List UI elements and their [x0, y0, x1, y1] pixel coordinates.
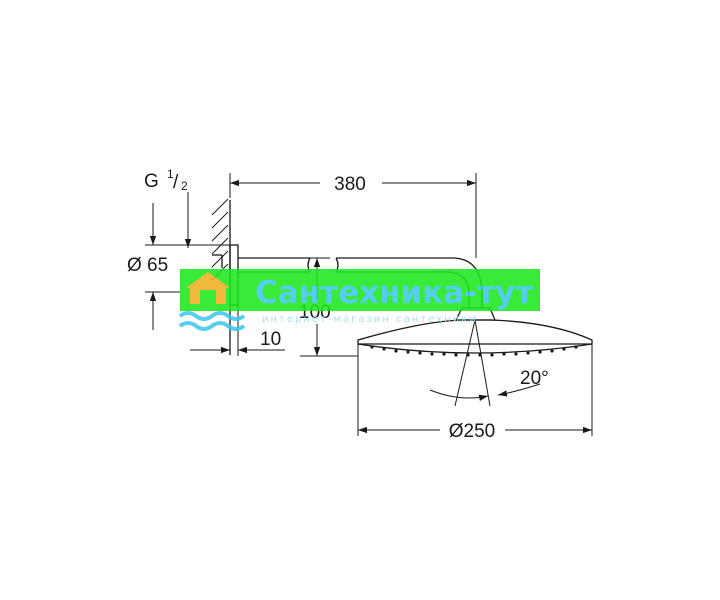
thread-slash: / [173, 172, 179, 193]
thread-denominator: 2 [181, 179, 188, 193]
dimension-thread: G 1 / 2 [144, 167, 192, 248]
dimension-offset: 10 [190, 305, 285, 356]
dimension-arm-length: 380 [229, 173, 477, 258]
dimension-head-diameter: Ø250 [357, 344, 593, 442]
dimension-angle: 20° [429, 319, 549, 407]
arm-length-label: 380 [334, 174, 366, 195]
watermark: Сантехника-тут интернет-магазин сантехни… [178, 269, 540, 331]
watermark-subtitle: интернет-магазин сантехники [262, 314, 478, 325]
watermark-title: Сантехника-тут [255, 275, 533, 311]
watermark-logo [178, 272, 246, 331]
angle-label: 20° [520, 368, 549, 389]
thread-label: G [144, 171, 159, 192]
watermark-band [180, 269, 540, 311]
dimension-rosette: Ø 65 [127, 203, 230, 330]
thread-numerator: 1 [167, 167, 174, 181]
head-diameter-label: Ø250 [449, 421, 495, 442]
rosette-label: Ø 65 [127, 255, 168, 276]
offset-label: 10 [260, 329, 281, 350]
